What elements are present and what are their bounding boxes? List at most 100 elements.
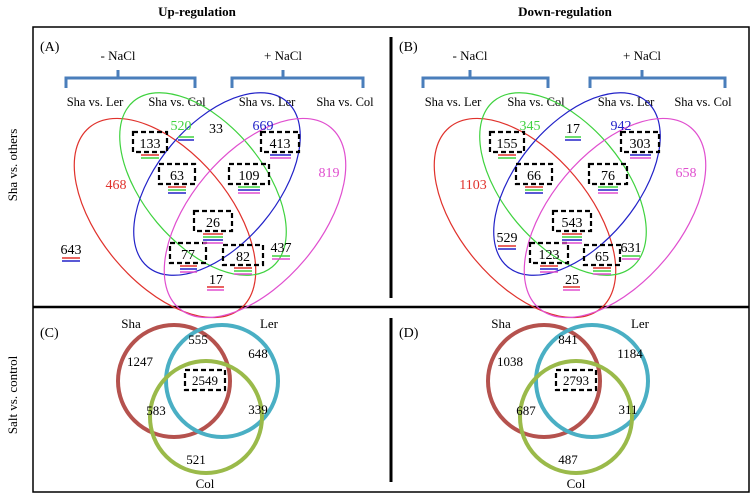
panel-b: (B) - NaCl + NaCl Sha vs. Ler Sha vs. Co… — [399, 40, 732, 319]
panel-a-count-all-four: 26 — [206, 216, 220, 231]
panel-a-box-red-green-blue — [157, 162, 197, 186]
panel-b-box-all-four — [551, 209, 593, 233]
panel-b-brace-plus — [588, 70, 727, 88]
panel-a-minus-nacl: - NaCl — [100, 48, 135, 63]
panel-d-count-ler-col: 311 — [618, 402, 637, 417]
panel-a-box-red-blue-magenta — [168, 241, 208, 265]
panel-b-underline-markers — [498, 136, 651, 291]
panel-b-count-red-magenta: 25 — [565, 273, 579, 288]
panel-d-count-sha-only: 1038 — [497, 354, 523, 369]
panel-b-brace-minus — [421, 70, 550, 88]
panel-d-label-ler: Ler — [631, 316, 650, 331]
panel-a-count-blue-only: 669 — [253, 119, 274, 134]
panel-a-box-blue-magenta — [259, 130, 301, 154]
panel-d-count-all-three: 2793 — [563, 373, 589, 388]
panel-d-circle-sha — [486, 323, 602, 439]
panel-b-comparison-4: Sha vs. Col — [674, 95, 732, 109]
panel-a-count-blue-magenta: 413 — [270, 137, 291, 152]
panel-b-comparison-1: Sha vs. Ler — [425, 95, 482, 109]
panel-a-count-green-only: 520 — [171, 119, 192, 134]
header-up-regulation: Up-regulation — [158, 4, 237, 19]
panel-c-label-ler: Ler — [260, 316, 279, 331]
panel-a-count-red-blue: 643 — [61, 243, 82, 258]
panel-c-circle-sha — [116, 323, 232, 439]
panel-a-count-red-green-blue: 63 — [170, 169, 184, 184]
panel-a-underline-markers — [62, 136, 291, 291]
panel-a-box-red-green-magenta — [221, 243, 265, 267]
panel-b-count-blue-only: 942 — [611, 119, 632, 134]
panel-b-box-green-blue-magenta — [587, 162, 629, 186]
panel-d-count-sha-col: 687 — [516, 403, 536, 418]
panel-b-comparison-3: Sha vs. Ler — [598, 95, 655, 109]
panel-b-ellipse-red — [433, 117, 617, 319]
panel-b-count-magenta-only: 658 — [676, 166, 697, 181]
panel-d: (D) Sha Ler Col 1038 841 1184 2793 687 3… — [399, 316, 650, 491]
panel-b-count-green-blue-magenta: 76 — [601, 169, 615, 184]
panel-b-ellipse-green — [479, 92, 647, 276]
panel-a-count-magenta-only: 819 — [319, 166, 340, 181]
row-header-salt-vs-control: Salt vs. control — [5, 355, 20, 434]
panel-d-box-all-three — [554, 368, 598, 392]
panel-b-plus-nacl: + NaCl — [623, 48, 661, 63]
panel-b-ellipse-blue — [493, 92, 661, 276]
panel-b-comparison-2: Sha vs. Col — [507, 95, 565, 109]
panel-a-count-green-blue: 33 — [209, 122, 223, 137]
panel-a-count-red-green: 133 — [140, 137, 161, 152]
panel-a-box-all-four — [192, 209, 234, 233]
panel-b-count-green-only: 345 — [520, 119, 541, 134]
panel-c-box-all-three — [183, 368, 227, 392]
panel-b-count-red-green: 155 — [497, 137, 518, 152]
panel-a-brace-plus — [230, 70, 365, 88]
panel-a-comparison-2: Sha vs. Col — [148, 95, 206, 109]
panel-a-brace-minus — [64, 70, 197, 88]
panel-b-box-red-blue-magenta — [528, 241, 570, 265]
panel-d-count-ler-only: 1184 — [617, 346, 643, 361]
panel-a-count-red-magenta: 17 — [209, 273, 223, 288]
panel-d-label-sha: Sha — [491, 316, 511, 331]
panel-c-label-col: Col — [196, 476, 215, 491]
row-header-sha-vs-others: Sha vs. others — [5, 129, 20, 202]
panel-b-count-red-blue-magenta: 123 — [539, 248, 560, 263]
panel-a-comparison-1: Sha vs. Ler — [67, 95, 124, 109]
panel-a-box-green-blue-magenta — [227, 162, 271, 186]
panel-c-count-col-only: 521 — [186, 452, 206, 467]
panel-d-circle-col — [518, 359, 634, 475]
panel-b-count-red-only: 1103 — [459, 178, 486, 193]
panel-a-count-red-only: 468 — [106, 178, 127, 193]
panel-d-circle-ler — [534, 323, 650, 439]
panel-a-count-green-magenta: 437 — [271, 241, 292, 256]
panel-b-label: (B) — [399, 40, 418, 55]
panel-a-count-red-green-magenta: 82 — [236, 250, 250, 265]
panel-a-ellipse-magenta — [163, 117, 347, 319]
panel-a-ellipse-red — [73, 117, 257, 319]
panel-b-count-all-four: 543 — [562, 216, 583, 231]
panel-d-count-col-only: 487 — [558, 452, 578, 467]
figure-frame — [32, 26, 750, 493]
panel-b-ellipse-magenta — [523, 117, 707, 319]
panel-c-count-sha-only: 1247 — [127, 354, 154, 369]
panel-b-count-green-magenta: 631 — [621, 241, 642, 256]
panel-c-count-sha-ler: 555 — [188, 332, 208, 347]
header-down-regulation: Down-regulation — [518, 4, 612, 19]
panel-c-count-all-three: 2549 — [192, 373, 218, 388]
panel-b-box-red-green-blue — [514, 162, 554, 186]
panel-c-circle-ler — [164, 323, 280, 439]
panel-d-count-sha-ler: 841 — [558, 332, 578, 347]
panel-d-label-col: Col — [567, 476, 586, 491]
panel-a-count-green-blue-magenta: 109 — [239, 169, 260, 184]
panel-c-circle-col — [148, 359, 264, 475]
panel-c: (C) Sha Ler Col 1247 555 648 2549 583 33… — [40, 316, 280, 491]
panel-b-box-red-green — [488, 130, 526, 154]
panel-b-count-red-green-magenta: 65 — [595, 250, 609, 265]
panel-b-count-blue-magenta: 303 — [630, 137, 651, 152]
panel-c-count-ler-col: 339 — [248, 402, 268, 417]
panel-a-ellipse-green — [119, 92, 287, 276]
panel-b-count-green-blue: 17 — [566, 122, 580, 137]
panel-a-ellipse-blue — [133, 92, 301, 276]
panel-b-minus-nacl: - NaCl — [452, 48, 487, 63]
panel-b-count-red-blue: 529 — [497, 231, 518, 246]
panel-a: (A) - NaCl + NaCl Sha vs. Ler Sha vs. Co… — [40, 40, 374, 319]
panel-a-label: (A) — [40, 40, 60, 55]
panel-a-comparison-4: Sha vs. Col — [316, 95, 374, 109]
